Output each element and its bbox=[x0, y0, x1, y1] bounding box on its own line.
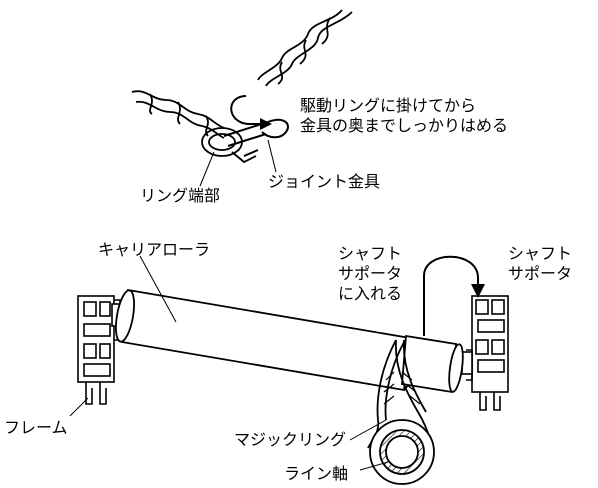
joint-fitting-label: ジョイント金具 bbox=[268, 172, 381, 191]
instruction-line-2: 金具の奥までしっかりはめる bbox=[300, 116, 509, 135]
hook-direction-arrow bbox=[230, 95, 272, 130]
frame-label: フレーム bbox=[4, 418, 68, 437]
magic-ring-label: マジックリング bbox=[234, 430, 347, 449]
roller-end-cap bbox=[401, 334, 464, 394]
twisted-ring-lower bbox=[131, 90, 225, 139]
shaft-insert-label-3: に入れる bbox=[338, 284, 403, 303]
line-shaft-label: ライン軸 bbox=[284, 464, 349, 483]
frame-left bbox=[77, 295, 121, 405]
twisted-ring-upper bbox=[257, 9, 353, 87]
shaft-insert-label-2: サポータ bbox=[338, 264, 403, 283]
line-shaft-leader bbox=[359, 461, 389, 471]
magic-ring-leader bbox=[349, 419, 387, 441]
ring-end-leader bbox=[199, 151, 215, 187]
shaft-supporter-label-2: サポータ bbox=[508, 264, 573, 283]
instruction-line-1: 駆動リングに掛けてから bbox=[300, 96, 477, 115]
shaft-supporter-label-1: シャフト bbox=[508, 244, 573, 263]
shaft-insert-label-1: シャフト bbox=[338, 244, 403, 263]
carrier-roller bbox=[115, 288, 416, 392]
ring-end-loop bbox=[201, 127, 257, 164]
carrier-roller-leader bbox=[139, 255, 177, 323]
line-shaft bbox=[369, 419, 435, 485]
insert-direction-arrow bbox=[423, 255, 485, 336]
joint-fitting bbox=[223, 118, 289, 157]
joint-fitting-leader bbox=[267, 139, 277, 173]
ring-end-label: リング端部 bbox=[140, 186, 221, 205]
frame-leader bbox=[69, 397, 89, 417]
carrier-roller-label: キャリアローラ bbox=[98, 240, 211, 259]
